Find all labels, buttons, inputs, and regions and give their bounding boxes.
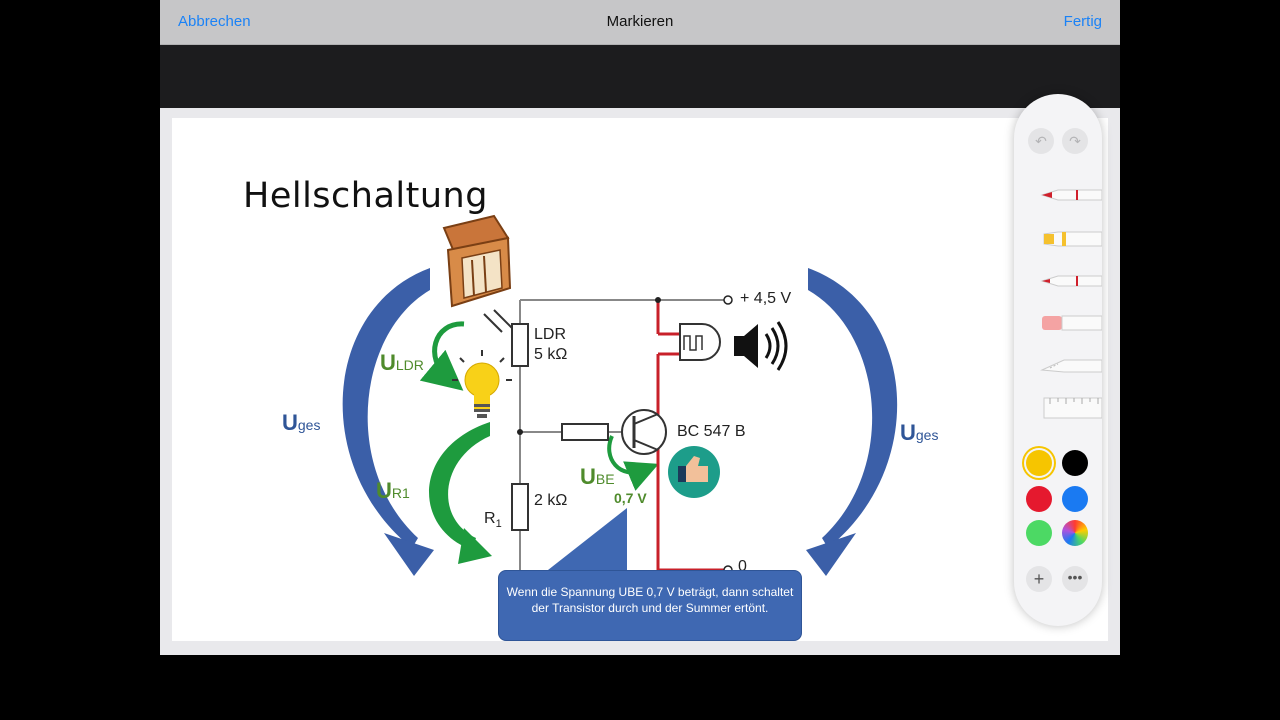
ldr-label: LDR: [534, 326, 567, 343]
vplus-label: + 4,5 V: [740, 290, 792, 307]
ruler-tool[interactable]: [1028, 394, 1103, 420]
ube-label: UBE: [580, 464, 615, 489]
buzzer-symbol: [679, 323, 721, 361]
transistor-symbol: [621, 409, 667, 455]
more-icon[interactable]: •••: [1062, 566, 1088, 592]
uges-left-arrowhead: [384, 533, 434, 576]
color-swatch-green[interactable]: [1026, 520, 1052, 546]
r1-label: R1: [484, 510, 502, 531]
slide: Hellschaltung Uges Uges ULDR UR1 UBE 0,7…: [172, 118, 1108, 641]
uges-label-left: Uges: [282, 410, 321, 435]
ur1-arrowhead: [458, 528, 492, 564]
document-area[interactable]: Hellschaltung Uges Uges ULDR UR1 UBE 0,7…: [160, 108, 1120, 655]
transistor-label: BC 547 B: [677, 423, 746, 440]
uges-right-arrowhead: [806, 533, 856, 576]
speaker-icon: [734, 321, 788, 371]
base-resistor: [561, 423, 609, 441]
cancel-button[interactable]: Abbrechen: [178, 13, 251, 30]
done-button[interactable]: Fertig: [1063, 13, 1102, 30]
color-swatch-yellow[interactable]: [1026, 450, 1052, 476]
lasso-tool[interactable]: [1028, 352, 1103, 378]
ube-arrow: [607, 435, 659, 491]
lightbulb-icon: [452, 350, 512, 418]
uldr-arrow: [419, 321, 465, 391]
navigation-bar: Abbrechen Markieren Fertig: [160, 0, 1120, 45]
uldr-label: ULDR: [380, 350, 424, 375]
treasure-chest-icon: [442, 214, 512, 308]
ldr-value: 5 kΩ: [534, 346, 568, 363]
callout-box: Wenn die Spannung UBE 0,7 V beträgt, dan…: [498, 570, 802, 641]
vplus-terminal: [723, 295, 733, 305]
uges-right-arrow: [808, 268, 898, 548]
add-icon[interactable]: +: [1026, 566, 1052, 592]
nav-title: Markieren: [606, 13, 674, 30]
color-swatch-black[interactable]: [1062, 450, 1088, 476]
uges-left-arrow: [342, 268, 430, 548]
uges-label-right: Uges: [900, 420, 939, 445]
undo-icon[interactable]: ↶: [1028, 128, 1054, 154]
circuit-diagram: [342, 214, 898, 576]
circuit-wires: [519, 299, 724, 570]
callout-pointer: [548, 508, 627, 572]
slide-title: Hellschaltung: [243, 176, 488, 216]
color-picker-icon[interactable]: [1062, 520, 1088, 546]
ube-value: 0,7 V: [614, 490, 647, 506]
redo-icon[interactable]: ↷: [1062, 128, 1088, 154]
zero-label: 0: [738, 558, 747, 575]
r1-resistor: [511, 483, 529, 531]
ur1-label: UR1: [376, 478, 410, 503]
highlighter-tool[interactable]: [1028, 226, 1103, 252]
r1-value: 2 kΩ: [534, 492, 568, 509]
pencil-tool[interactable]: [1028, 268, 1103, 294]
color-swatch-blue[interactable]: [1062, 486, 1088, 512]
ldr-resistor: [511, 323, 529, 367]
tool-palette: ↶ ↷ + •••: [1014, 94, 1103, 626]
thumbs-up-icon: [668, 446, 720, 498]
pen-tool[interactable]: [1028, 182, 1103, 208]
eraser-tool[interactable]: [1028, 310, 1103, 336]
markup-screen: Abbrechen Markieren Fertig: [160, 0, 1120, 655]
ur1-arrow: [429, 422, 490, 550]
color-swatch-red[interactable]: [1026, 486, 1052, 512]
